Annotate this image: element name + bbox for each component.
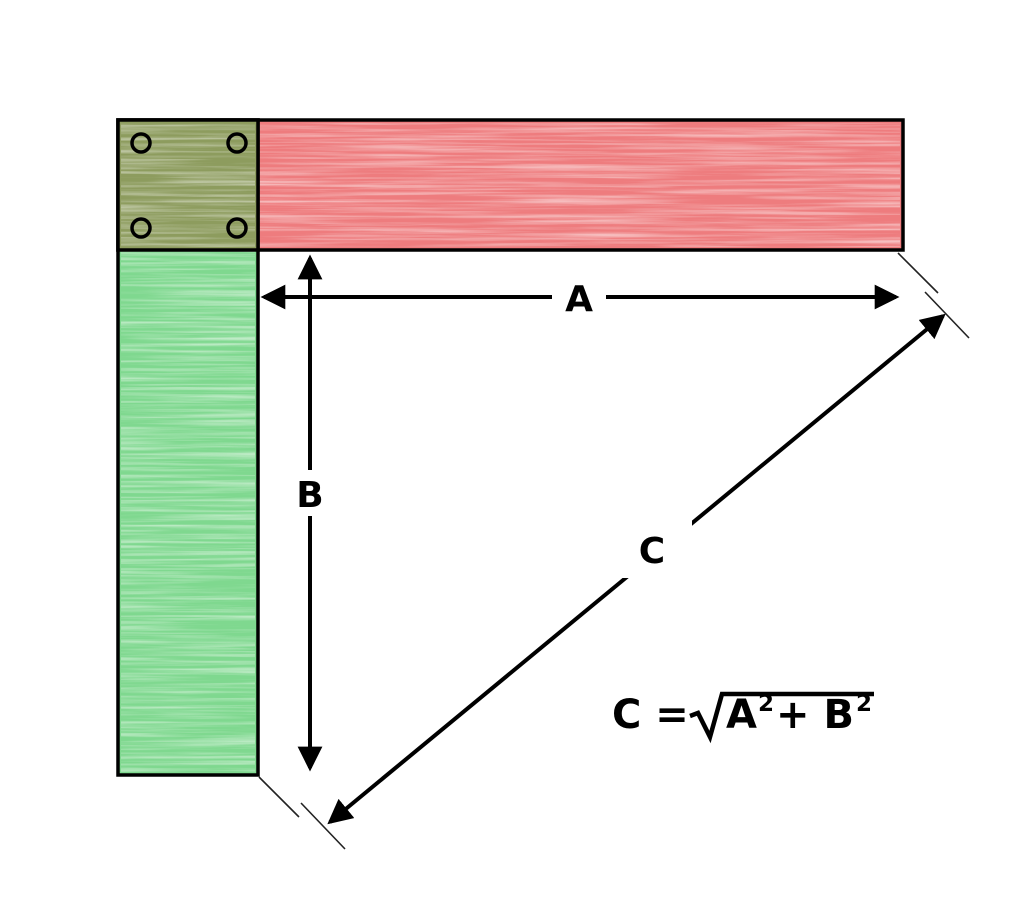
dimension-a: A: [260, 276, 900, 320]
formula-op-base2: + B: [776, 692, 854, 738]
joint-overlap-texture: [121, 123, 255, 247]
dimension-c-label: C: [639, 531, 665, 572]
extension-ticks: [258, 252, 970, 850]
extension-tick-bottom-left-1: [258, 776, 300, 818]
dimension-a-label-bg: [552, 276, 606, 318]
dimension-c-label-bg: [618, 518, 692, 578]
formula: C = A 2 + B 2: [612, 691, 874, 744]
dimension-b: B: [285, 254, 335, 772]
dimension-b-label-bg: [285, 470, 335, 516]
radical-sign-icon: [689, 691, 874, 744]
dimension-b-label: B: [296, 475, 323, 516]
screw-hole: [226, 217, 248, 239]
dimension-a-label: A: [565, 279, 593, 320]
extension-tick-top-right-1: [897, 252, 939, 294]
extension-tick-bottom-left-2: [300, 802, 346, 850]
formula-base1: A: [726, 692, 757, 738]
screw-hole: [130, 217, 152, 239]
joint-overlap: [116, 118, 260, 252]
formula-lhs: C =: [612, 692, 689, 738]
formula-exp1: 2: [758, 691, 774, 717]
formula-exp2: 2: [856, 691, 872, 717]
screw-hole: [130, 132, 152, 154]
extension-tick-top-right-2: [924, 291, 970, 339]
screw-hole: [226, 132, 248, 154]
dimension-c: C: [327, 313, 946, 825]
